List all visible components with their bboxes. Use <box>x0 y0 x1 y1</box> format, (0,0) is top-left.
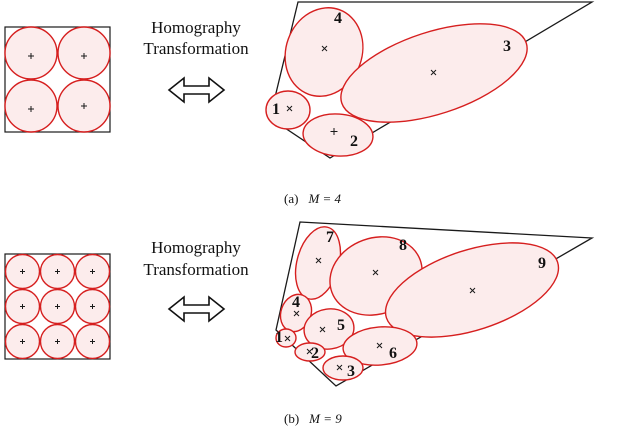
transform-title-line1: Homography <box>151 18 241 37</box>
x-mark <box>430 69 437 76</box>
ellipse-label-4: 4 <box>292 294 300 311</box>
warped-ellipse-3 <box>322 355 364 381</box>
x-mark <box>286 105 293 112</box>
ellipse-label-2: 2 <box>350 133 358 150</box>
ellipse-label-8: 8 <box>399 237 407 254</box>
warped-ellipse-4 <box>284 7 364 97</box>
plus-mark <box>20 304 25 309</box>
double-arrow-icon <box>167 295 226 323</box>
plus-mark <box>330 128 338 135</box>
source-grid-b <box>4 253 111 360</box>
plus-mark <box>55 304 60 309</box>
plus-mark <box>20 269 25 274</box>
plus-mark <box>90 339 95 344</box>
x-mark <box>376 342 383 349</box>
warped-quadrilateral <box>275 221 595 387</box>
plus-mark <box>28 106 34 112</box>
caption-label: (a) <box>284 191 298 206</box>
ellipse-label-3: 3 <box>347 363 355 380</box>
warped-quadrilateral <box>269 1 595 159</box>
panel-a: Homography Transformation 1 2 3 4 (a) M … <box>4 1 595 207</box>
warped-ellipse-5 <box>303 308 355 350</box>
center-marks <box>28 53 87 112</box>
caption-math: M = 4 <box>307 191 341 206</box>
ellipse-label-5: 5 <box>337 317 345 334</box>
x-mark <box>321 45 328 52</box>
ellipse-label-1: 1 <box>272 101 280 118</box>
ellipse-label-6: 6 <box>389 345 397 362</box>
ellipse-label-2: 2 <box>311 345 319 362</box>
ellipse-label-9: 9 <box>538 255 546 272</box>
plus-mark <box>55 269 60 274</box>
plus-mark <box>55 339 60 344</box>
plus-mark <box>81 53 87 59</box>
caption-label: (b) <box>284 411 299 426</box>
double-arrow-icon <box>167 76 226 104</box>
x-mark <box>372 269 379 276</box>
x-mark <box>336 364 343 371</box>
ellipse-label-4: 4 <box>334 10 342 27</box>
center-marks <box>20 269 95 344</box>
transform-title-line2: Transformation <box>143 39 249 58</box>
panel-b: Homography Transformation 1 2 3 4 5 6 <box>4 221 595 427</box>
caption-b: (b) M = 9 <box>284 410 342 427</box>
caption-math: M = 9 <box>308 411 342 426</box>
x-mark <box>469 287 476 294</box>
transform-title-line1: Homography <box>151 238 241 257</box>
ellipse-label-3: 3 <box>503 38 511 55</box>
x-mark <box>284 335 291 342</box>
plus-mark <box>81 103 87 109</box>
ellipse-label-7: 7 <box>326 229 334 246</box>
x-mark <box>293 310 300 317</box>
x-mark <box>319 326 326 333</box>
plus-mark <box>90 269 95 274</box>
x-mark <box>306 348 313 355</box>
ellipse-label-1: 1 <box>275 329 283 346</box>
plus-mark <box>90 304 95 309</box>
plus-mark <box>20 339 25 344</box>
warped-ellipse-1 <box>275 328 297 348</box>
caption-a: (a) M = 4 <box>284 190 342 207</box>
x-mark <box>315 257 322 264</box>
warped-ellipse-2 <box>302 113 374 157</box>
transform-title-line2: Transformation <box>143 260 249 279</box>
plus-mark <box>28 53 34 59</box>
source-grid-a <box>4 26 111 133</box>
